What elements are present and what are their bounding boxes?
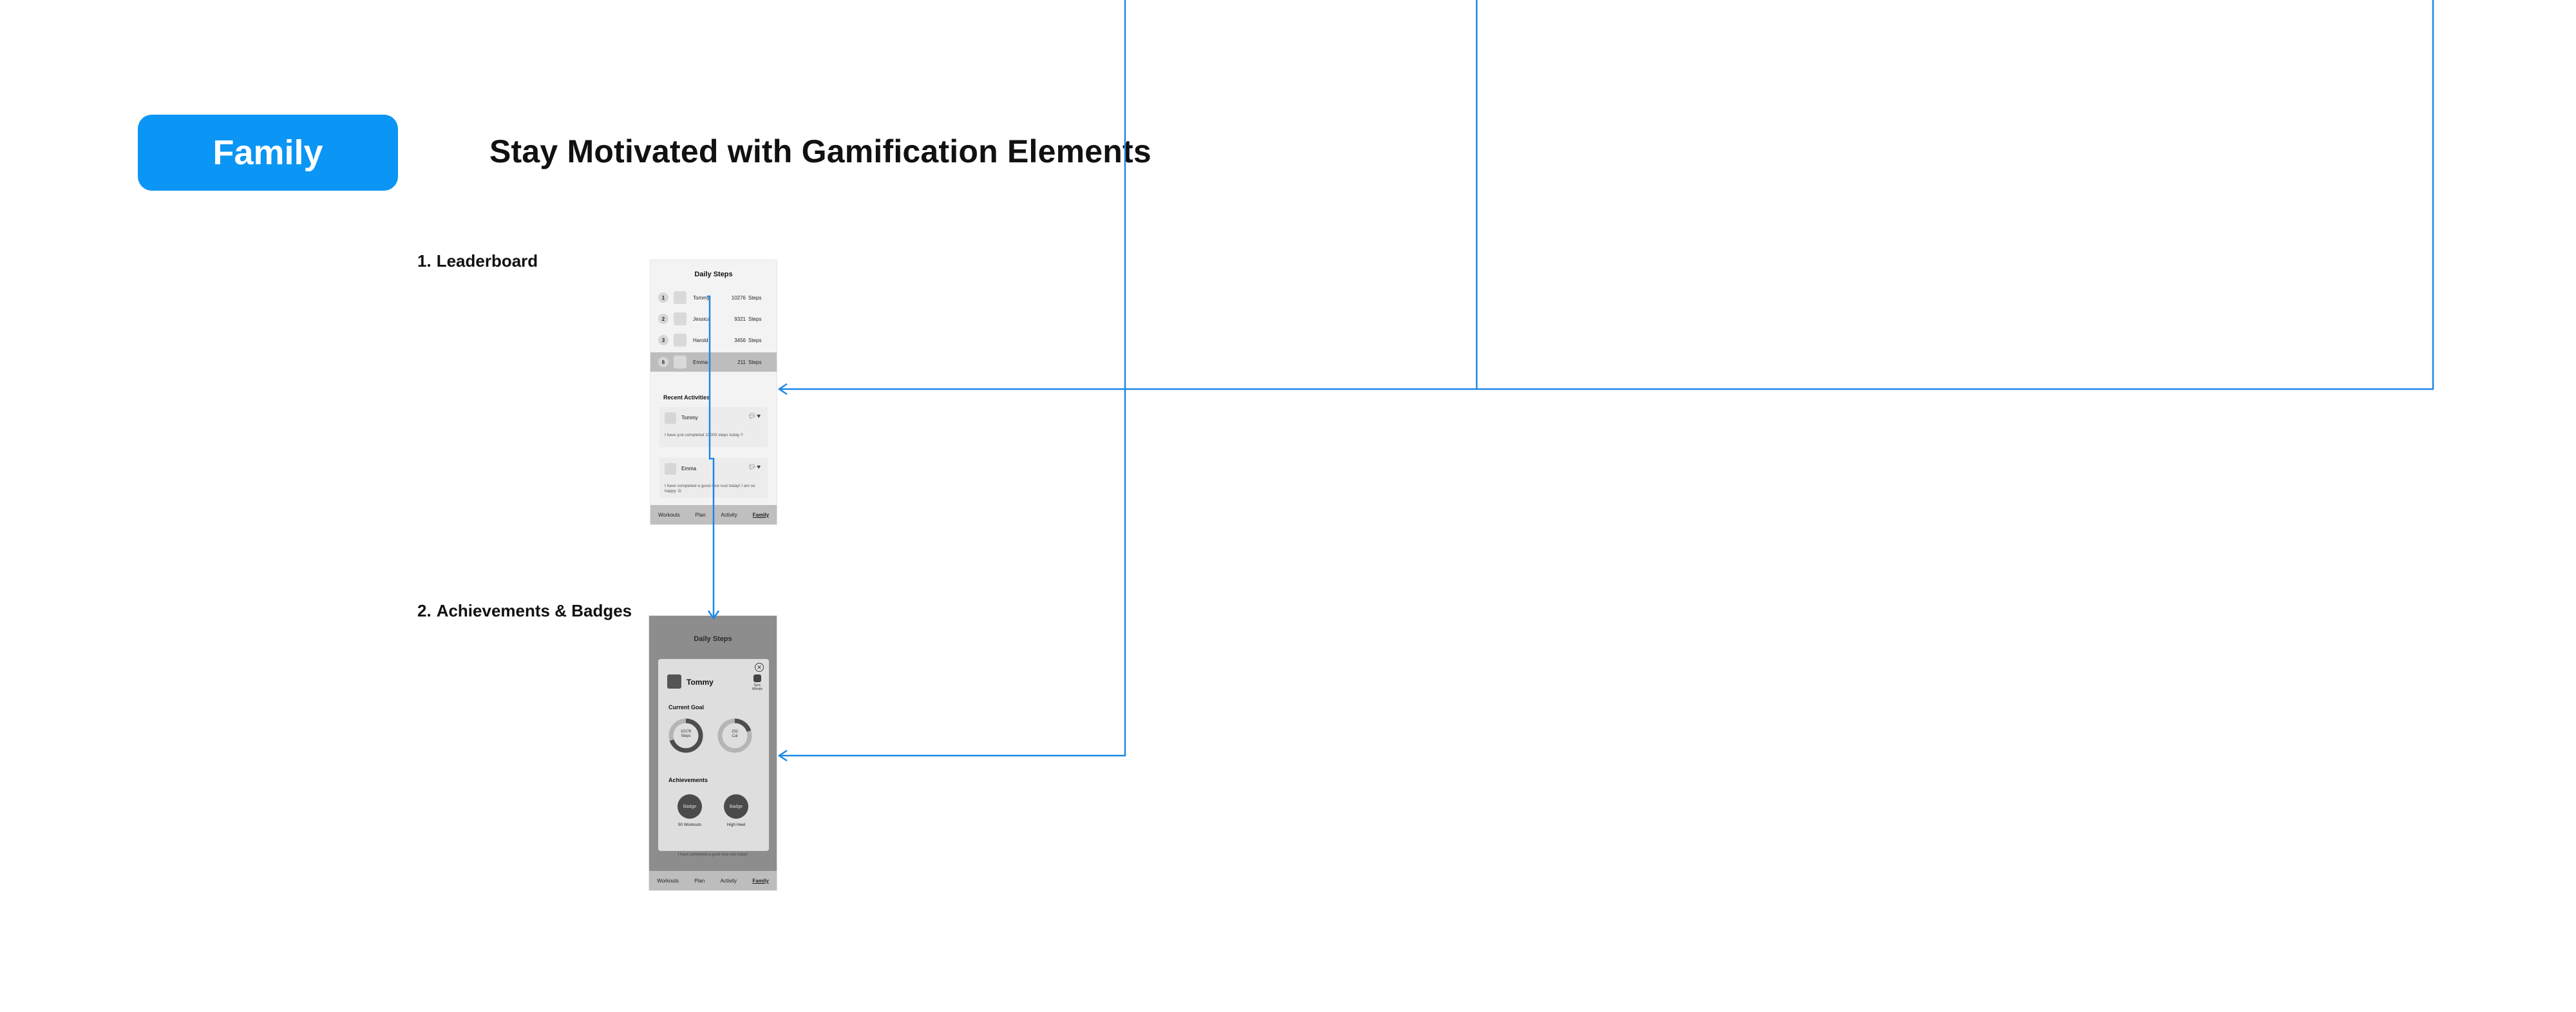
comment-icon[interactable]: 💬︎ [748, 464, 757, 471]
tab-plan[interactable]: Plan [694, 877, 705, 884]
tab-activity[interactable]: Activity [721, 511, 737, 518]
connector-line [779, 0, 1126, 757]
activity-message: I have just completed 10000 steps today … [665, 433, 743, 437]
badge-label: 50 Workouts [677, 823, 702, 827]
activity-message: I have completed a good nice rout today!… [665, 484, 755, 493]
recent-activities-title: Recent Activities [663, 394, 710, 401]
leaderboard-row[interactable]: 3 Harold 3456 Steps [650, 330, 777, 350]
step-unit: Steps [748, 294, 762, 301]
tab-activity[interactable]: Activity [720, 877, 737, 884]
screen-title: Daily Steps [694, 271, 733, 278]
arrow-head [777, 383, 788, 396]
tab-workouts[interactable]: Workouts [658, 511, 680, 518]
member-name: Jessica [693, 316, 710, 322]
badge-icon: Badge [677, 794, 702, 819]
ring-unit: Cal [732, 734, 738, 738]
avatar [665, 463, 676, 475]
member-name: Harold [693, 337, 708, 343]
section-label-leaderboard: 1.Leaderboard [417, 251, 538, 271]
achievements-heading: Achievements [668, 777, 708, 783]
heart-icon[interactable]: ♥ [757, 413, 761, 420]
leaderboard-row-current-user[interactable]: 6 Emma 211 Steps [650, 352, 777, 372]
sync-watch-button[interactable]: Sync Whistle [750, 674, 765, 691]
rank-badge: 1 [658, 292, 668, 303]
avatar [674, 291, 687, 304]
watch-icon [753, 674, 761, 682]
current-goal-heading: Current Goal [668, 704, 705, 711]
section-title: Achievements & Badges [436, 601, 632, 620]
avatar [674, 312, 687, 325]
background-activity-peek: I have completed a good nice rout today! [677, 853, 748, 857]
family-pill[interactable]: Family [138, 115, 398, 191]
rank-badge: 2 [658, 314, 668, 324]
screen-title: Daily Steps [694, 635, 732, 643]
avatar [665, 412, 676, 424]
step-count: 211 [737, 359, 746, 365]
member-name: Emma [693, 359, 708, 365]
reaction-icons[interactable]: 💬︎♥ [748, 464, 761, 471]
avatar [674, 356, 687, 368]
badge-high-heel[interactable]: Badge High Heel [723, 794, 750, 827]
tab-plan[interactable]: Plan [695, 511, 706, 518]
ring-value: 232 [731, 730, 738, 734]
ring-graphic [717, 718, 752, 753]
reaction-icons[interactable]: 💬︎♥ [748, 413, 761, 420]
ring-unit: Steps [681, 734, 691, 738]
tab-family[interactable]: Family [752, 877, 769, 884]
badge-label: High Heel [726, 823, 746, 827]
ring-graphic [668, 718, 703, 753]
comment-icon[interactable]: 💬︎ [748, 413, 757, 420]
section-title: Leaderboard [436, 251, 538, 271]
achievements-screen: Daily Steps ✕ Tommy Sync Whistle Current… [649, 616, 777, 890]
section-label-achievements: 2. Achievements & Badges [417, 601, 632, 621]
arrow-head [777, 749, 788, 762]
member-name: Tommy [693, 294, 710, 301]
section-number: 1. [417, 251, 431, 271]
leaderboard-row[interactable]: 1 Tommy 10276 Steps [650, 288, 777, 307]
step-count: 9321 [734, 316, 746, 322]
step-count: 10276 [731, 294, 746, 301]
rank-badge: 6 [658, 357, 668, 367]
sync-label: Sync Whistle [752, 683, 763, 691]
badge-50-workouts[interactable]: Badge 50 Workouts [676, 794, 703, 827]
profile-name: Tommy [687, 678, 714, 687]
leaderboard-row[interactable]: 2 Jessica 9321 Steps [650, 309, 777, 329]
badge-icon: Badge [724, 794, 748, 819]
arrow-head [707, 610, 720, 620]
activity-card[interactable]: Tommy 💬︎♥ I have just completed 10000 st… [659, 407, 768, 447]
close-icon[interactable]: ✕ [755, 663, 764, 672]
avatar [667, 674, 681, 689]
tab-workouts[interactable]: Workouts [657, 877, 679, 884]
step-unit: Steps [748, 359, 762, 365]
connector-line [707, 295, 715, 618]
step-count: 3456 [734, 337, 746, 343]
avatar [674, 334, 687, 347]
connector-line [779, 0, 2434, 390]
heart-icon[interactable]: ♥ [757, 464, 761, 471]
section-number: 2. [417, 601, 431, 620]
activity-author: Emma [681, 466, 697, 472]
tab-family[interactable]: Family [752, 511, 770, 518]
activity-author: Tommy [681, 415, 698, 421]
tab-bar: Workouts Plan Activity Family [649, 871, 777, 890]
step-unit: Steps [748, 337, 762, 343]
ring-value: 10276 [680, 730, 692, 734]
page-title: Stay Motivated with Gamification Element… [489, 133, 1151, 169]
rank-badge: 3 [658, 335, 668, 345]
step-unit: Steps [748, 316, 762, 322]
